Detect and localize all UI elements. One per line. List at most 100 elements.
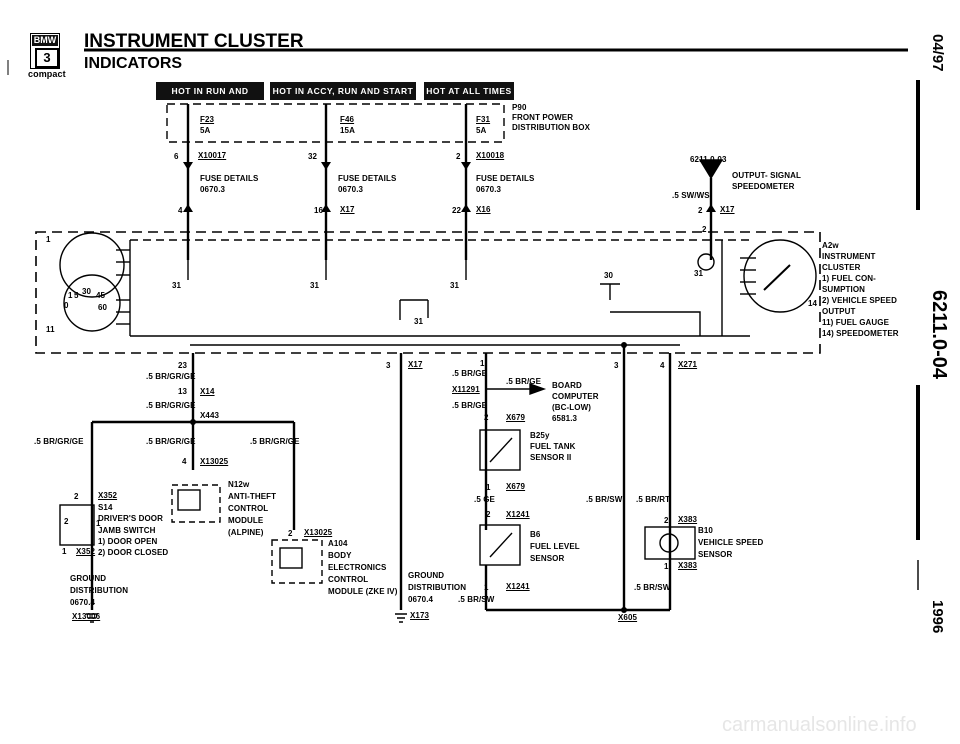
tank2-line2: SENSOR II: [530, 453, 572, 462]
fuse-box-id: P90: [512, 103, 527, 112]
watermark: carmanualsonline.info: [722, 714, 917, 736]
fuse-details-2-b: 0670.3: [338, 185, 364, 194]
bc-wire-3: .5 BR/GE: [452, 401, 488, 410]
cluster-line-3: SUMPTION: [822, 285, 866, 294]
conn-x13025-b: X13025: [304, 528, 333, 537]
fuel-pin: 1: [484, 583, 489, 592]
speed-wire-right: .5 BR/RT: [636, 495, 671, 504]
cluster-pin-16: 16: [314, 206, 324, 215]
output-label-1: OUTPUT- SIGNAL: [732, 171, 801, 180]
tank2-pin2: 2: [486, 510, 491, 519]
bc-pin-2: 2: [484, 413, 489, 422]
tank2-wire: .5 GE: [474, 495, 495, 504]
ground-left-2: DISTRIBUTION: [70, 586, 129, 595]
conn-x679-b: X679: [506, 482, 526, 491]
door-pin-1: 1: [62, 547, 67, 556]
center-ground-1: GROUND: [408, 571, 445, 580]
fuse-details-3-a: FUSE DETAILS: [476, 174, 535, 183]
ground-31-e: 31: [694, 269, 704, 278]
door-sw-pin1: 1: [96, 519, 101, 528]
wire-1: .5 BR/GR/GE: [146, 372, 196, 381]
cluster-line-6: 11) FUEL GAUGE: [822, 318, 890, 327]
body-line3: CONTROL: [328, 575, 369, 584]
fuse-f31-rating: 5A: [476, 126, 487, 135]
gauge-scale-1: 1: [68, 291, 73, 300]
cluster-pin-30: 30: [604, 271, 614, 280]
conn-x16: X16: [476, 205, 491, 214]
side-year: 1996: [929, 600, 946, 634]
body-line4: MODULE (ZKE IV): [328, 587, 398, 596]
logo-series: 3: [35, 48, 59, 68]
fuse-pin-6: 6: [174, 152, 179, 161]
output-label-2: SPEEDOMETER: [732, 182, 795, 191]
speed-wire-left: .5 BR/SW: [586, 495, 623, 504]
side-code: 6211.0-04: [928, 290, 950, 379]
conn-x14: X14: [200, 387, 215, 396]
pin-13: 13: [178, 387, 188, 396]
fuse-f46-rating: 15A: [340, 126, 355, 135]
cluster-id: A2w: [822, 241, 839, 250]
bc-pin-1: 1: [480, 359, 485, 368]
body-pin-2: 2: [288, 529, 293, 538]
bc-id: BOARD: [552, 381, 582, 390]
conn-x17-c: X17: [408, 360, 423, 369]
pin-4-b: 4: [182, 457, 187, 466]
door-sw-pin2: 2: [64, 517, 69, 526]
conn-x679-a: X679: [506, 413, 526, 422]
fuel-wire: .5 BR/SW: [458, 595, 495, 604]
fuse-box-name-1: FRONT POWER: [512, 113, 574, 122]
conn-x10017: X10017: [198, 151, 227, 160]
conn-x271: X271: [678, 360, 698, 369]
fuse-details-1-b: 0670.3: [200, 185, 226, 194]
center-pin-3: 3: [386, 361, 391, 370]
door-switch-line1: DRIVER'S DOOR: [98, 514, 163, 523]
logo-variant: compact: [28, 69, 66, 79]
speed-pin-3: 3: [614, 361, 619, 370]
cluster-line-5: OUTPUT: [822, 307, 856, 316]
speed-pin-2: 2: [664, 516, 669, 525]
fuse-box-name-2: DISTRIBUTION BOX: [512, 123, 591, 132]
ground-31-b: 31: [310, 281, 320, 290]
center-ground-2: DISTRIBUTION: [408, 583, 467, 592]
anti-theft-line2: CONTROL: [228, 504, 269, 513]
conn-x383-a: X383: [678, 515, 698, 524]
conn-x1241-a: X1241: [506, 510, 530, 519]
page-title: INSTRUMENT CLUSTER: [84, 31, 304, 52]
gauge-scale-30: 30: [82, 287, 92, 296]
tank2-pin: 1: [486, 483, 491, 492]
wire-3: .5 BR/GR/GE: [34, 437, 84, 446]
wire-5: .5 BR/GR/GE: [250, 437, 300, 446]
door-switch-line4: 2) DOOR CLOSED: [98, 548, 169, 557]
power-label-run-start: HOT IN RUN AND START: [156, 82, 264, 114]
fuse-f23-id: F23: [200, 115, 215, 124]
page-subtitle: INDICATORS: [84, 55, 183, 72]
gauge-scale-45: 45: [96, 291, 106, 300]
gauge-scale-0: 0: [64, 301, 69, 310]
door-switch-line3: 1) DOOR OPEN: [98, 537, 158, 546]
conn-x173: X173: [410, 611, 430, 620]
power-label-always: HOT AT ALL TIMES: [424, 82, 514, 100]
ground-31-c: 31: [450, 281, 460, 290]
cluster-line-7: 14) SPEEDOMETER: [822, 329, 899, 338]
speed-line1: VEHICLE SPEED: [698, 538, 764, 547]
cluster-line-1: CLUSTER: [822, 263, 861, 272]
door-pin-2: 2: [74, 492, 79, 501]
ground-left-1: GROUND: [70, 574, 107, 583]
ground-left-3: 0670.4: [70, 598, 96, 607]
fuel-line1: FUEL LEVEL: [530, 542, 580, 551]
bc-line1: COMPUTER: [552, 392, 599, 401]
body-id: A104: [328, 539, 348, 548]
fuse-pin-32: 32: [308, 152, 318, 161]
fuel-line2: SENSOR: [530, 554, 565, 563]
pin-23: 23: [178, 361, 188, 370]
cluster-line-0: INSTRUMENT: [822, 252, 876, 261]
power-label-accy: HOT IN ACCY, RUN AND START: [270, 82, 416, 100]
fuse-details-2-a: FUSE DETAILS: [338, 174, 397, 183]
conn-x1241-b: X1241: [506, 582, 530, 591]
cluster-line-2: 1) FUEL CON-: [822, 274, 876, 283]
fuse-f46-id: F46: [340, 115, 355, 124]
wire-4: .5 BR/GR/GE: [146, 437, 196, 446]
anti-theft-line1: ANTI-THEFT: [228, 492, 277, 501]
